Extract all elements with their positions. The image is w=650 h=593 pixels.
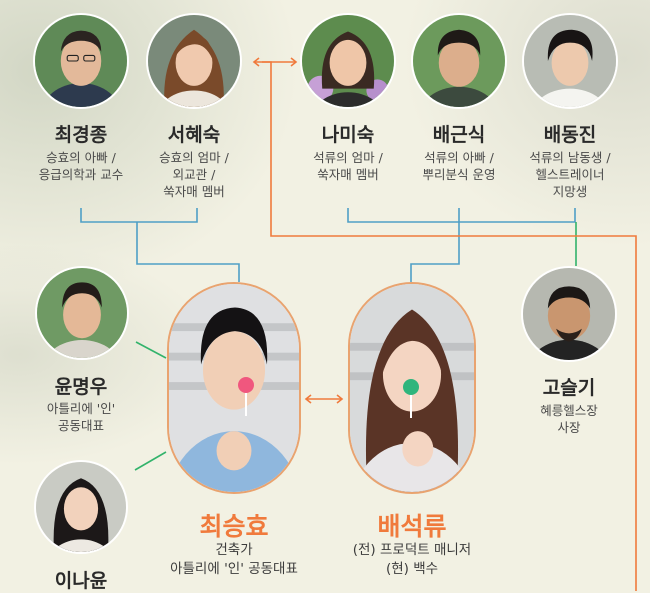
myeongu-to-seunghyo-connector [135, 341, 167, 359]
desc-na-misuk: 석류의 엄마 / 쑥자매 멤버 [313, 150, 383, 182]
desc-bae-dongjin: 석류의 남동생 / 헬스트레이너 지망생 [529, 150, 611, 199]
name-bae-seokryu: 배석류 [377, 512, 447, 541]
portrait-choi-seunghyo [167, 282, 301, 494]
avatar-lee-nayun [34, 460, 128, 554]
name-seo-hyesuk: 서혜숙 [167, 124, 221, 146]
choi-parents-connector [80, 208, 198, 223]
name-na-misuk: 나미숙 [321, 124, 375, 146]
choi-to-seunghyo-connector [136, 222, 240, 282]
double-arrow-icon [304, 394, 344, 404]
avatar-yun-myeongu [35, 266, 129, 360]
bae-parents-connector [347, 208, 576, 223]
desc-yun-myeongu: 아틀리에 '인' 공동대표 [46, 401, 116, 433]
name-lee-nayun: 이나윤 [54, 570, 108, 592]
portrait-bae-seokryu [348, 282, 476, 494]
name-bae-dongjin: 배동진 [543, 124, 597, 146]
desc-bae-seokryu: (전) 프로덕트 매니저 (현) 백수 [352, 542, 472, 577]
desc-go-seulgi: 혜릉헬스장 사장 [540, 403, 598, 435]
name-go-seulgi: 고슬기 [542, 377, 596, 399]
desc-seo-hyesuk: 승효의 엄마 / 외교관 / 쑥자매 멤버 [159, 150, 229, 199]
name-bae-geunsik: 배근식 [432, 124, 486, 146]
avatar-na-misuk [300, 13, 396, 109]
desc-choi-gyeongjong: 승효의 아빠 / 응급의학과 교수 [38, 150, 124, 182]
name-choi-gyeongjong: 최경종 [54, 124, 108, 146]
lollipop-green-icon [401, 378, 421, 418]
desc-choi-seunghyo: 건축가 아틀리에 '인' 공동대표 [170, 542, 298, 577]
lollipop-pink-icon [236, 376, 256, 416]
bae-to-seokryu-connector [410, 208, 460, 282]
double-arrow-icon [252, 57, 298, 67]
avatar-choi-gyeongjong [33, 13, 129, 109]
desc-bae-geunsik: 석류의 아빠 / 뿌리분식 운영 [422, 150, 496, 182]
nayun-to-seunghyo-connector [134, 451, 167, 471]
name-yun-myeongu: 윤명우 [54, 376, 108, 398]
avatar-go-seulgi [521, 266, 617, 362]
name-choi-seunghyo: 최승효 [199, 512, 269, 541]
avatar-seo-hyesuk [146, 13, 242, 109]
avatar-bae-dongjin [522, 13, 618, 109]
avatar-bae-geunsik [411, 13, 507, 109]
